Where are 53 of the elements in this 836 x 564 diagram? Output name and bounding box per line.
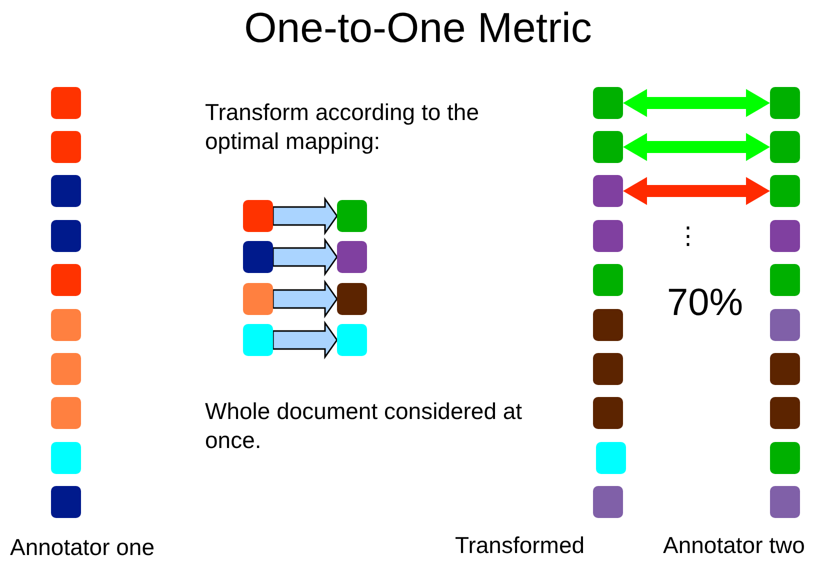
color-square: [51, 486, 81, 518]
color-square: [770, 220, 800, 252]
double-arrow: [623, 89, 770, 117]
color-square: [593, 353, 623, 385]
color-square: [770, 353, 800, 385]
color-square: [770, 309, 800, 341]
color-square: [593, 87, 623, 119]
block-arrow: [272, 238, 338, 276]
color-square: [593, 309, 623, 341]
color-square: [593, 486, 623, 518]
color-square: [337, 200, 367, 232]
percentage-value: 70%: [667, 281, 744, 326]
block-arrow: [272, 196, 338, 236]
block-arrow: [272, 320, 338, 360]
double-arrow: [623, 177, 770, 205]
note-text: Whole document considered at once.: [205, 397, 524, 454]
color-square: [51, 353, 81, 385]
color-square: [770, 131, 800, 163]
color-square: [596, 442, 626, 474]
color-square: [770, 264, 800, 296]
color-square: [243, 324, 273, 356]
color-square: [770, 397, 800, 429]
color-square: [770, 442, 800, 474]
double-arrow: [623, 133, 770, 161]
column-label: Transformed: [455, 531, 586, 560]
color-square: [770, 87, 800, 119]
color-square: [593, 220, 623, 252]
title: One-to-One Metric: [243, 3, 593, 53]
color-square: [51, 397, 81, 429]
instruction-text: Transform according to the optimal mapping:: [205, 98, 480, 156]
column-label: Annotator two: [663, 531, 806, 560]
color-square: [337, 283, 367, 315]
color-square: [51, 309, 81, 341]
color-square: [593, 131, 623, 163]
color-square: [51, 264, 81, 296]
ellipsis: ⋮: [676, 222, 696, 252]
color-square: [593, 264, 623, 296]
color-square: [337, 241, 367, 273]
color-square: [51, 175, 81, 207]
color-square: [51, 442, 81, 474]
color-square: [770, 175, 800, 207]
color-square: [243, 200, 273, 232]
color-square: [51, 220, 81, 252]
color-square: [243, 283, 273, 315]
column-label: Annotator one: [10, 533, 156, 562]
color-square: [593, 397, 623, 429]
color-square: [770, 486, 800, 518]
color-square: [51, 131, 81, 163]
color-square: [337, 324, 367, 356]
color-square: [593, 175, 623, 207]
color-square: [243, 241, 273, 273]
block-arrow: [272, 280, 338, 318]
color-square: [51, 87, 81, 119]
